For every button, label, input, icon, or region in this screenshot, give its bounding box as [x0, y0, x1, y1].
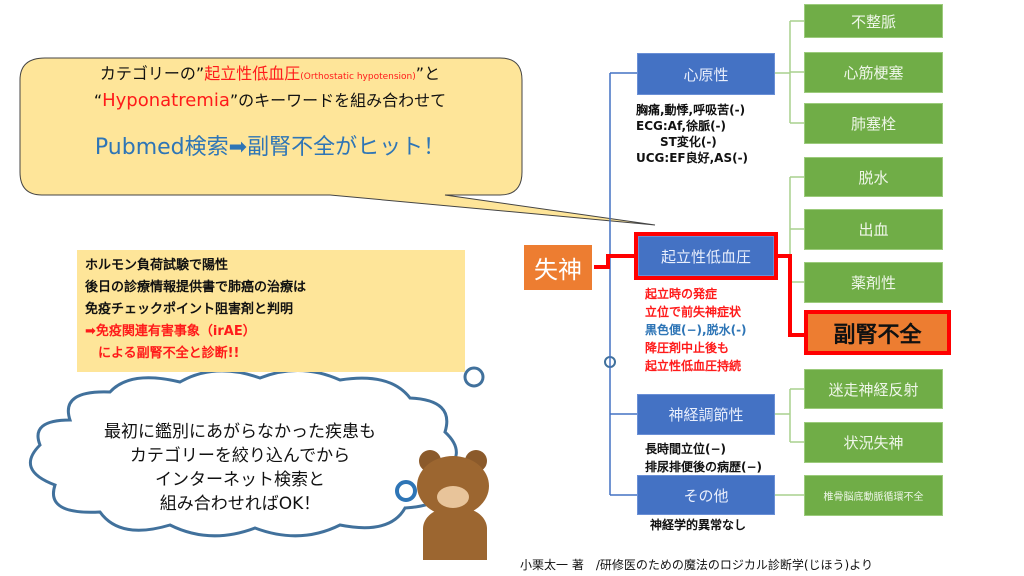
leaf-dehydration: 脱水	[804, 157, 943, 197]
other-notes: 神経学的異常なし	[650, 517, 746, 533]
bubble-keyword-2: Hyponatremia	[102, 90, 230, 111]
cloud-line: 組み合わせればOK！	[159, 494, 321, 514]
bear-illustration	[395, 450, 505, 560]
bubble-keyword-1: 起立性低血圧	[204, 64, 301, 83]
note-line: 神経学的異常なし	[650, 518, 747, 532]
leaf-vbi: 椎骨脳底動脈循環不全	[804, 475, 943, 516]
note-line: 起立時の発症	[645, 287, 718, 301]
bubble-text: ”のキーワードを組み合わせて	[229, 91, 447, 110]
orthostatic-notes: 起立時の発症 立位で前失神症状 黒色便(−),脱水(-) 降圧剤中止後も 起立性…	[645, 285, 747, 375]
leaf-situational: 状況失神	[804, 422, 943, 463]
note-line: 起立性低血圧持続	[645, 359, 742, 373]
footer-citation: 小栗太一 著 /研修医のための魔法のロジカル診断学(じほう)より	[520, 558, 873, 572]
cardiogenic-notes: 胸痛,動悸,呼吸苦(-) ECG:Af,徐脈(-) ST変化(-) UCG:EF…	[636, 102, 748, 166]
case-line: 免疫チェックポイント阻害剤と判明	[85, 302, 294, 317]
category-cardiogenic: 心原性	[637, 53, 775, 95]
case-line: ホルモン負荷試験で陽性	[85, 258, 229, 273]
note-line: 立位で前失神症状	[645, 305, 742, 319]
leaf-vasovagal: 迷走神経反射	[804, 369, 943, 409]
bubble-text: カテゴリーの”	[99, 64, 205, 83]
leaf-arrhythmia: 不整脈	[804, 4, 943, 38]
note-line: 胸痛,動悸,呼吸苦(-)	[636, 103, 746, 117]
speech-bubble: カテゴリーの”起立性低血圧(Orthostatic hypotension)”と…	[20, 62, 520, 161]
case-line: 後日の診療情報提供書で肺癌の治療は	[85, 280, 307, 295]
leaf-pe: 肺塞栓	[804, 103, 943, 144]
category-neurally-mediated: 神経調節性	[637, 394, 775, 435]
leaf-drug: 薬剤性	[804, 262, 943, 303]
cloud-line: 最初に鑑別にあがらなかった疾患も	[104, 422, 376, 442]
note-line: UCG:EF良好,AS(-)	[636, 151, 749, 165]
note-line: 黒色便(−),脱水(-)	[645, 323, 747, 337]
neurally-mediated-notes: 長時間立位(−) 排尿排便後の病歴(−)	[645, 440, 762, 476]
case-box: ホルモン負荷試験で陽性 後日の診療情報提供書で肺癌の治療は 免疫チェックポイント…	[77, 250, 465, 372]
cloud-line: カテゴリーを絞り込んでから	[129, 446, 351, 466]
note-line: ST変化(-)	[636, 135, 717, 149]
leaf-bleeding: 出血	[804, 209, 943, 250]
bubble-keyword-en: (Orthostatic hypotension)	[300, 72, 416, 82]
cloud-text: 最初に鑑別にあがらなかった疾患も カテゴリーを絞り込んでから インターネット検索…	[70, 420, 410, 516]
note-line: 排尿排便後の病歴(−)	[645, 460, 763, 474]
note-line: ECG:Af,徐脈(-)	[636, 119, 727, 133]
root-node-syncope: 失神	[524, 245, 592, 290]
case-line-red: による副腎不全と診断!!	[85, 346, 240, 361]
cloud-line: インターネット検索と	[155, 470, 325, 490]
note-line: 長時間立位(−)	[645, 442, 727, 456]
answer-adrenal-insufficiency: 副腎不全	[804, 310, 951, 355]
category-orthostatic: 起立性低血圧	[638, 236, 774, 276]
bubble-text: ”と	[415, 64, 441, 83]
case-line-red: ➡免疫関連有害事象（irAE）	[85, 324, 256, 339]
note-line: 降圧剤中止後も	[645, 341, 730, 355]
speech-bubble-shape	[19, 57, 656, 226]
category-other: その他	[637, 475, 775, 515]
bubble-text: “	[93, 91, 103, 110]
magnifier-icon	[395, 480, 417, 502]
leaf-mi: 心筋梗塞	[804, 52, 943, 93]
bubble-result: Pubmed検索➡副腎不全がヒット！	[94, 135, 446, 160]
highlight-border	[634, 232, 778, 280]
